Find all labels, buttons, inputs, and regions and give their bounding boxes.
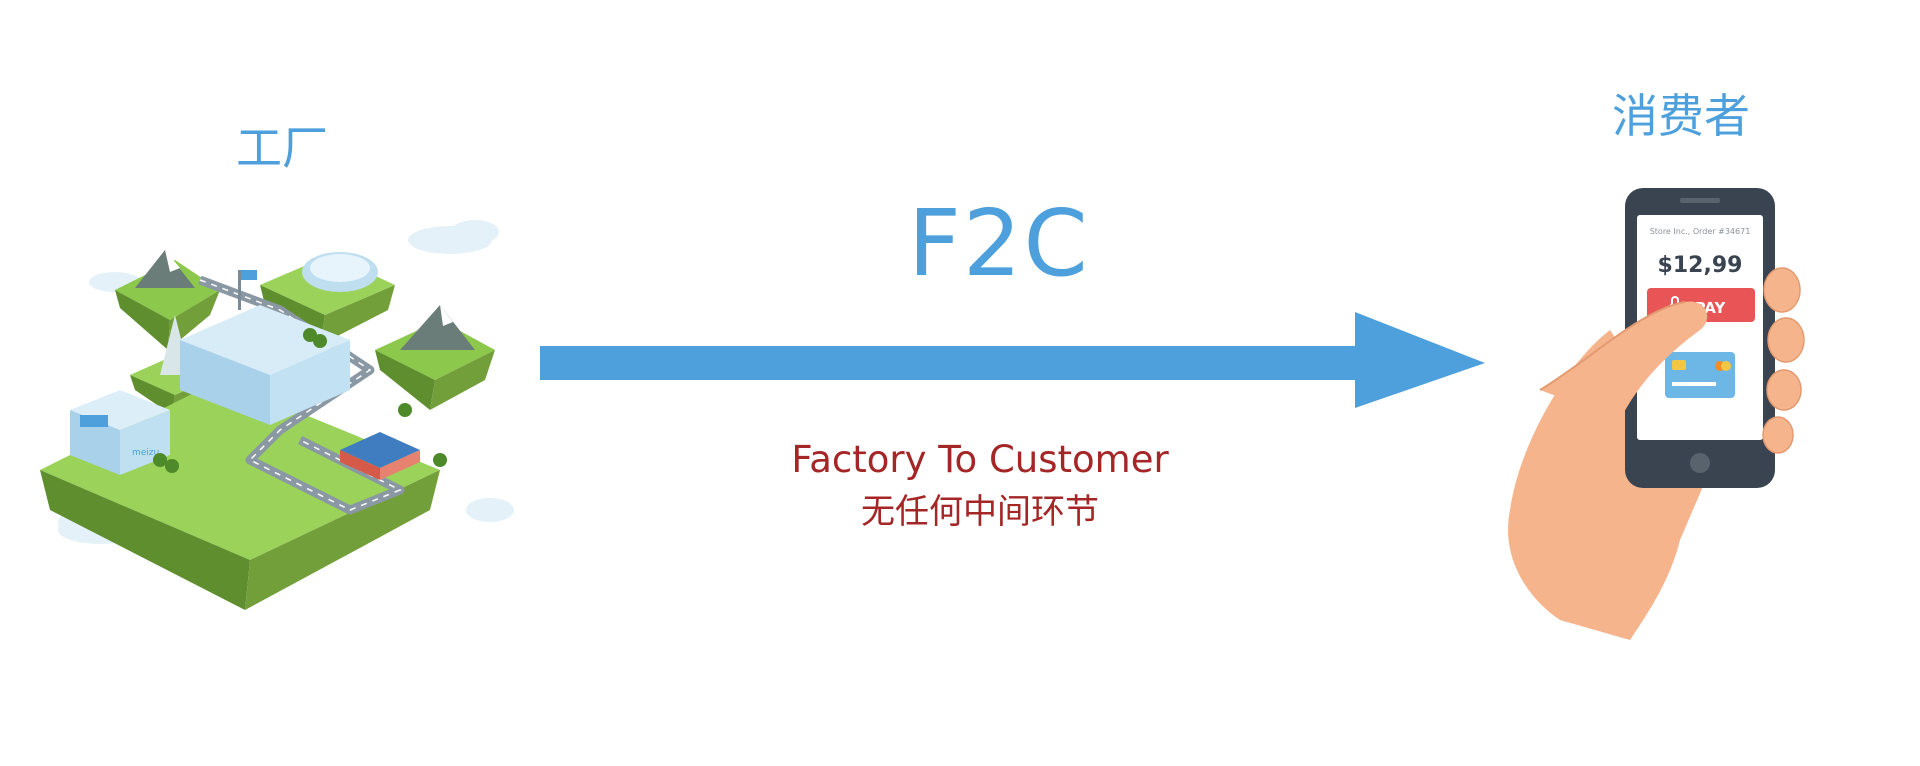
fingers — [1762, 267, 1805, 454]
solar-panels — [340, 432, 420, 480]
arrow-shaft — [540, 346, 1360, 380]
f2c-title: F2C — [908, 190, 1090, 297]
mountain-island-left — [115, 250, 220, 350]
hand — [1508, 330, 1710, 640]
factory-illustration: meizu — [40, 220, 514, 610]
caption-chinese: 无任何中间环节 — [861, 492, 1099, 532]
arrow-head — [1355, 312, 1485, 408]
thumb — [1540, 301, 1708, 420]
flow-arrow-icon — [540, 312, 1485, 408]
hand-phone-illustration: Store Inc., Order #34671 $12,99 PAY — [1508, 188, 1805, 640]
order-header: Store Inc., Order #34671 — [1650, 227, 1751, 236]
warehouse: meizu — [70, 390, 170, 475]
caption-english: Factory To Customer — [791, 438, 1169, 481]
consumer-label: 消费者 — [1612, 89, 1750, 143]
factory-building — [180, 270, 350, 425]
price-text: $12,99 — [1658, 253, 1743, 278]
phone: Store Inc., Order #34671 $12,99 PAY — [1625, 188, 1775, 488]
mountain-island-right — [375, 305, 495, 410]
credit-card-icon — [1665, 352, 1735, 398]
trees — [153, 328, 447, 473]
brand-text: meizu — [132, 448, 159, 458]
factory-label: 工厂 — [236, 121, 328, 175]
